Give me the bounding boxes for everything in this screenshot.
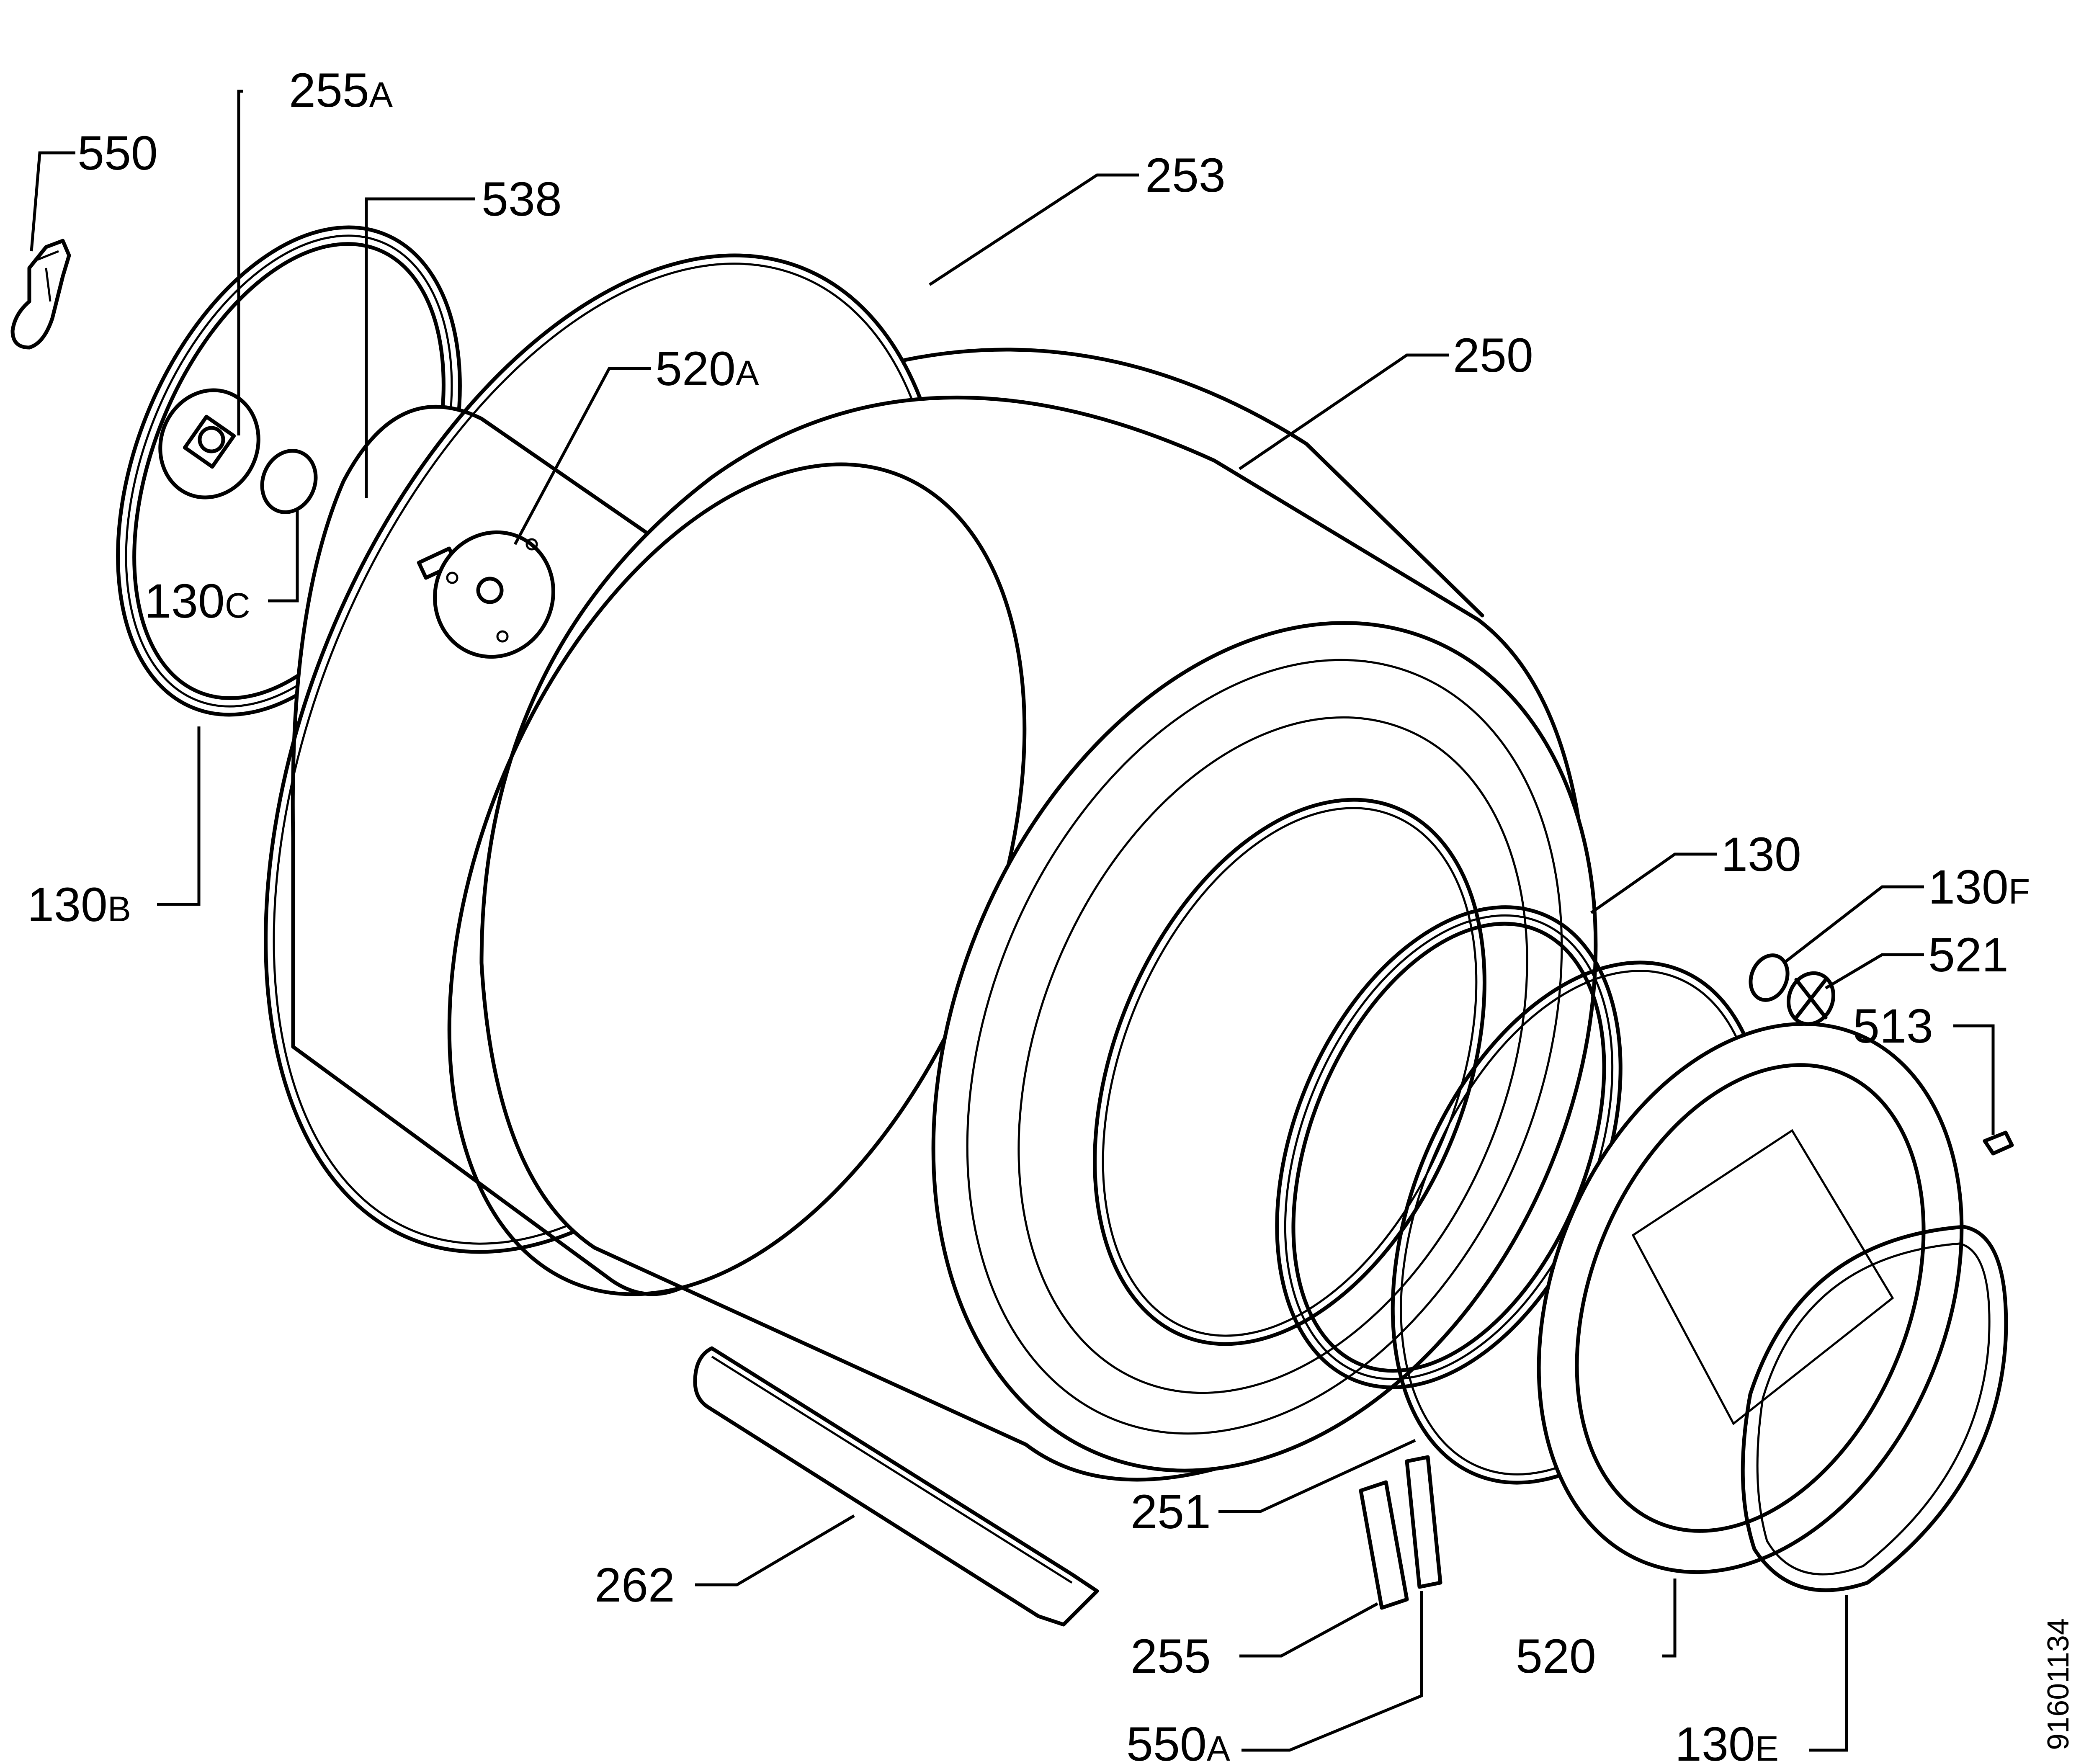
callout-130f: 130F: [1928, 860, 2030, 914]
part-262-paddle: [693, 1346, 1099, 1627]
part-130c-o-ring: [260, 449, 318, 514]
callout-130e: 130E: [1675, 1718, 1779, 1764]
part-130f-o-ring: [1749, 953, 1790, 1002]
callout-251: 251: [1131, 1485, 1211, 1539]
callout-538: 538: [482, 173, 562, 226]
callout-130c: 130C: [144, 574, 250, 628]
part-521-cross-cap: [1786, 971, 1836, 1026]
part-520a-drum-bearing: [417, 530, 555, 659]
callout-130b: 130B: [27, 878, 131, 932]
callout-520a: 520A: [655, 342, 759, 396]
callout-513: 513: [1853, 999, 1933, 1053]
callout-labels: 255A 550 538 253 520A 250 130C 130B 130 …: [27, 64, 2030, 1764]
callout-550a: 550A: [1126, 1718, 1230, 1764]
part-550a-slider-pad: [1405, 1455, 1442, 1589]
part-251-front-rim: [931, 621, 1598, 1473]
document-id: 91601134: [2042, 1618, 2075, 1750]
callout-130: 130: [1721, 828, 1801, 881]
callout-255a: 255A: [289, 64, 393, 117]
callout-255: 255: [1131, 1630, 1211, 1683]
part-513-clip: [1983, 1131, 2014, 1156]
part-255-slider: [1359, 1480, 1409, 1610]
callout-262: 262: [595, 1558, 675, 1612]
callout-521: 521: [1928, 928, 2009, 982]
callout-250: 250: [1453, 329, 1533, 382]
part-255a-bearing-plate: [158, 388, 260, 500]
callout-253: 253: [1145, 149, 1226, 202]
part-520-front-frame: [1537, 1022, 1964, 1574]
leader-lines: [30, 90, 1995, 1752]
callout-520: 520: [1516, 1630, 1596, 1683]
callout-550: 550: [77, 126, 158, 180]
part-550-clip: [10, 239, 71, 350]
part-130e-door-seal: [1741, 1225, 2008, 1592]
